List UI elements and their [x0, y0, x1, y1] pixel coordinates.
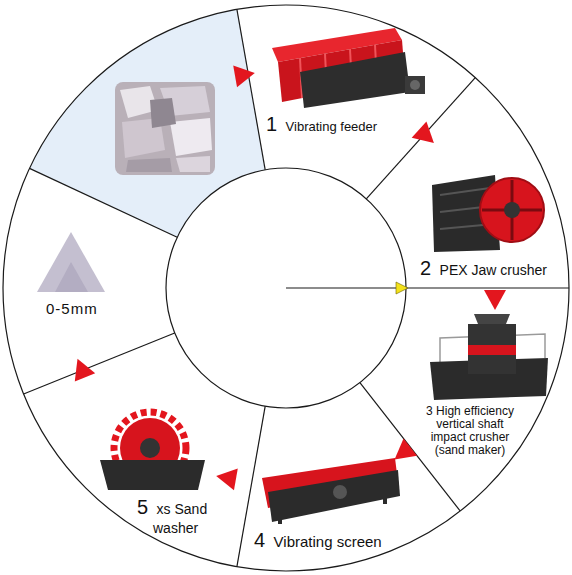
cycle-ring-part	[286, 287, 398, 288]
flow-arrow	[67, 355, 95, 382]
raw-stone-sector-part	[30, 9, 266, 237]
step-label: PEX Jaw crusher	[440, 262, 547, 278]
sand-maker-picture-part	[468, 324, 516, 374]
cycle-ring	[3, 5, 569, 571]
flow-arrow	[412, 121, 442, 151]
vibrating-screen-picture-part	[383, 494, 387, 504]
process-step: 0-5mm	[44, 298, 100, 320]
raw-stone-sector	[30, 9, 266, 237]
callout-number: 1	[266, 113, 277, 135]
cycle-ring-part	[237, 406, 265, 567]
sand-pile	[37, 232, 105, 292]
process-step: 4 Vibrating screen	[252, 526, 384, 554]
vibrating-screen-picture-part	[333, 485, 347, 499]
arrow-head	[412, 121, 442, 151]
sand-maker-picture-part	[474, 314, 510, 324]
step-label: xs Sand washer	[153, 501, 207, 536]
sand-washer-picture-part	[100, 460, 205, 490]
process-step: 3 High efficiency vertical shaft impact …	[418, 403, 522, 459]
flow-arrow	[388, 438, 417, 468]
start-pointer	[396, 282, 408, 294]
sand-pile-part	[37, 232, 105, 292]
vibrating-screen-picture	[262, 458, 400, 524]
vibrating-feeder-picture-part	[300, 52, 410, 108]
process-step: 2 PEX Jaw crusher	[418, 254, 549, 282]
vibrating-feeder-picture-part	[410, 80, 420, 90]
arrow-head	[388, 438, 417, 468]
arrow-head	[484, 290, 506, 310]
raw-stone-photo-part	[170, 118, 212, 156]
step-label: Vibrating feeder	[286, 119, 378, 134]
sand-washer-picture-part	[140, 438, 160, 458]
step-label: 0-5mm	[46, 300, 98, 317]
flow-arrow	[214, 465, 238, 490]
raw-stone-photo-part	[176, 156, 210, 172]
cycle-ring-part	[3, 5, 569, 571]
sand-maker-picture	[430, 314, 548, 400]
sand-pile-part	[55, 262, 88, 292]
raw-stone-photo-part	[126, 158, 172, 172]
raw-stone-photo	[115, 82, 215, 175]
jaw-crusher-picture-part	[504, 202, 520, 218]
callout-number: 2	[420, 257, 431, 279]
callout-number: 5	[137, 496, 148, 518]
cycle-ring-part	[24, 333, 175, 394]
jaw-crusher-picture-part	[480, 178, 544, 242]
step-label: 3 High efficiency vertical shaft impact …	[420, 405, 520, 457]
sand-maker-picture-part	[468, 345, 516, 355]
cycle-ring-part	[30, 168, 178, 237]
sand-washer-picture	[100, 412, 205, 490]
vibrating-screen-picture-part	[268, 470, 400, 522]
vibrating-feeder-picture	[272, 28, 425, 108]
raw-stone-photo-part	[115, 82, 215, 175]
arrow-head	[214, 465, 238, 490]
cycle-ring-part	[406, 287, 569, 288]
flow-arrow	[484, 290, 506, 310]
process-step: 1 Vibrating feeder	[264, 110, 379, 138]
start-pointer-part	[396, 282, 408, 294]
stone-flow-arrow-part	[233, 62, 257, 87]
jaw-crusher-picture	[432, 175, 544, 252]
raw-stone-photo-part	[150, 98, 176, 128]
stone-flow-arrow	[233, 62, 257, 87]
step-label: Vibrating screen	[274, 533, 382, 550]
vibrating-screen-picture-part	[278, 515, 282, 524]
callout-number: 4	[254, 529, 265, 551]
arrow-head	[67, 355, 95, 382]
cycle-ring-part	[166, 168, 406, 408]
cycle-ring-part	[237, 9, 265, 170]
vibrating-feeder-picture-part	[405, 76, 425, 94]
jaw-crusher-picture-part	[440, 188, 490, 195]
process-step: 5 xs Sand washer	[135, 493, 229, 539]
